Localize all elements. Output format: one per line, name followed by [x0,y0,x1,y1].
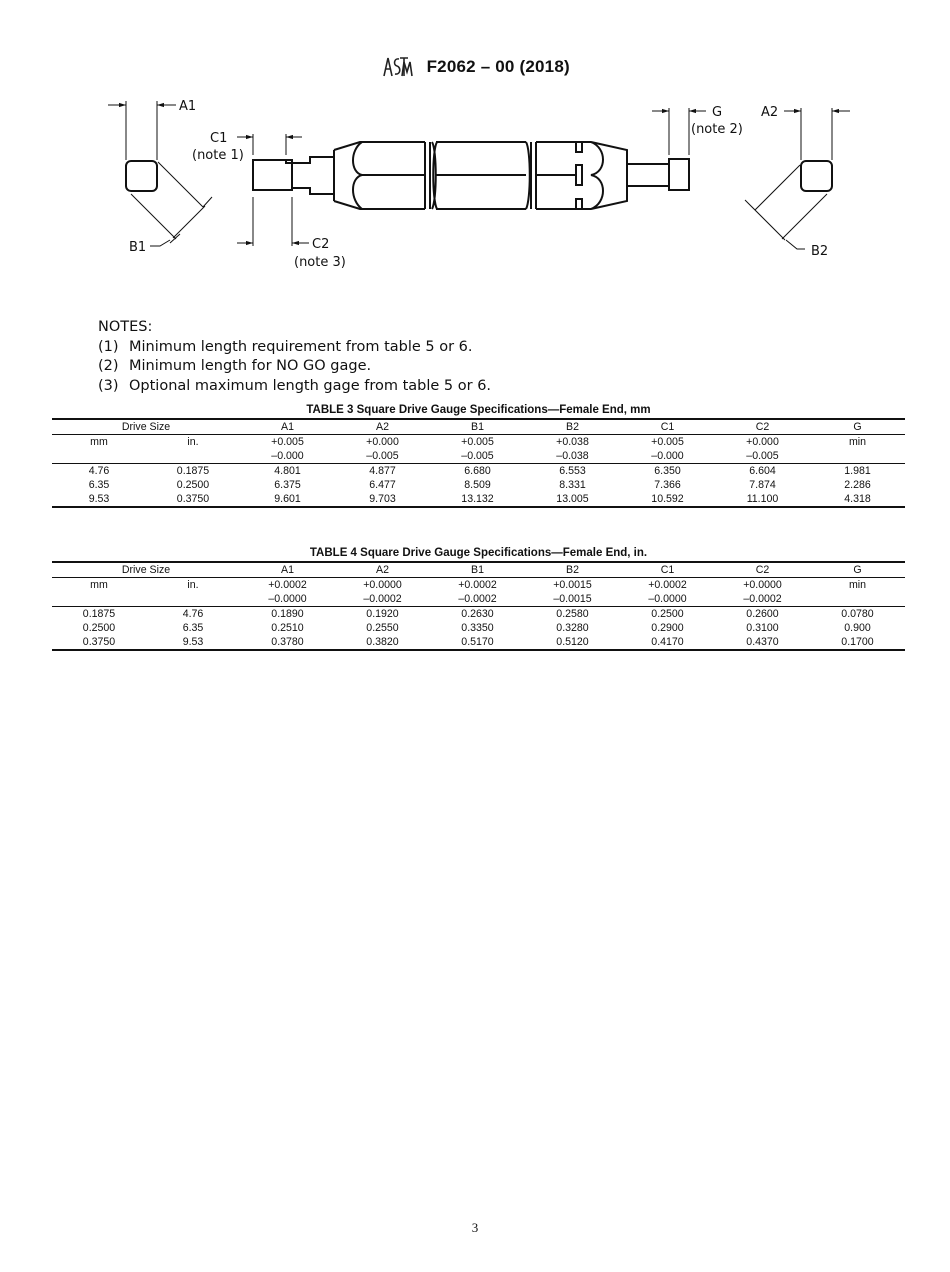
header-col: A1 [240,561,335,578]
table-3-grid: Drive Size A1 A2 B1 B2 C1 C2 G mm in. +0… [52,418,905,508]
tolerance-minus-row: –0.0000 –0.0002 –0.0002 –0.0015 –0.0000 … [52,592,905,607]
table-3: TABLE 3 Square Drive Gauge Specification… [52,402,905,508]
tolerance-minus-row: –0.000 –0.005 –0.005 –0.038 –0.000 –0.00… [52,449,905,464]
label-g: G [712,105,722,120]
label-c2: C2 [312,237,329,252]
header-col: B2 [525,561,620,578]
note-item: (2)Minimum length for NO GO gage. [98,358,372,374]
page-number: 3 [471,1220,479,1235]
header-col: G [810,418,905,435]
figure-notes: NOTES: (1)Minimum length requirement fro… [98,318,491,396]
header-drive-size: Drive Size [52,561,240,578]
label-c2-note: (note 3) [294,255,346,270]
table-4: TABLE 4 Square Drive Gauge Specification… [52,545,905,651]
label-c1: C1 [210,131,227,146]
label-a1: A1 [179,99,196,114]
table-header-row: Drive Size A1 A2 B1 B2 C1 C2 G [52,561,905,578]
header-col: C2 [715,418,810,435]
table-4-grid: Drive Size A1 A2 B1 B2 C1 C2 G mm in. +0… [52,561,905,651]
notes-title: NOTES: [98,319,153,335]
table-3-title: TABLE 3 Square Drive Gauge Specification… [306,404,651,416]
label-g-note: (note 2) [691,122,743,137]
table-header-row: Drive Size A1 A2 B1 B2 C1 C2 G [52,418,905,435]
header-col: C2 [715,561,810,578]
header-col: A2 [335,561,430,578]
astm-logo-icon [383,57,413,77]
gauge-drawing: A1 B1 C1 (note 1) C2 (note 3) G (note 2)… [0,92,950,282]
label-c1-note: (note 1) [192,148,244,163]
document-designation: F2062 – 00 (2018) [426,57,570,76]
tolerance-plus-row: mm in. +0.0002 +0.0000 +0.0002 +0.0015 +… [90,579,867,591]
header-col: C1 [620,561,715,578]
label-b1: B1 [129,240,146,255]
header-col: B1 [430,561,525,578]
label-a2: A2 [761,105,778,120]
header-col: A1 [240,418,335,435]
header-col: G [810,561,905,578]
page-header: F2062 – 00 (2018) [0,54,950,84]
header-col: B1 [430,418,525,435]
header-col: C1 [620,418,715,435]
label-b2: B2 [811,244,828,259]
tolerance-plus-row: mm in. +0.005 +0.000 +0.005 +0.038 +0.00… [90,436,867,448]
header-drive-size: Drive Size [52,418,240,435]
header-col: A2 [335,418,430,435]
table-row: 4.76 0.1875 4.801 4.877 6.680 6.553 6.35… [88,465,871,477]
note-item: (1)Minimum length requirement from table… [98,338,473,355]
table-row: 0.3750 9.53 0.3780 0.3820 0.5170 0.5120 … [52,635,905,651]
table-4-title: TABLE 4 Square Drive Gauge Specification… [309,547,648,559]
header-col: B2 [525,418,620,435]
table-row: 0.1875 4.76 0.1890 0.1920 0.2630 0.2580 … [82,608,874,620]
note-item: (3)Optional maximum length gage from tab… [98,377,492,394]
table-row: 6.35 0.2500 6.375 6.477 8.509 8.331 7.36… [88,479,871,491]
table-row: 0.2500 6.35 0.2510 0.2550 0.3350 0.3280 … [82,622,871,634]
gauge-diagram: A1 B1 C1 (note 1) C2 (note 3) G (note 2)… [108,99,850,270]
table-row: 9.53 0.3750 9.601 9.703 13.132 13.005 10… [52,492,905,508]
